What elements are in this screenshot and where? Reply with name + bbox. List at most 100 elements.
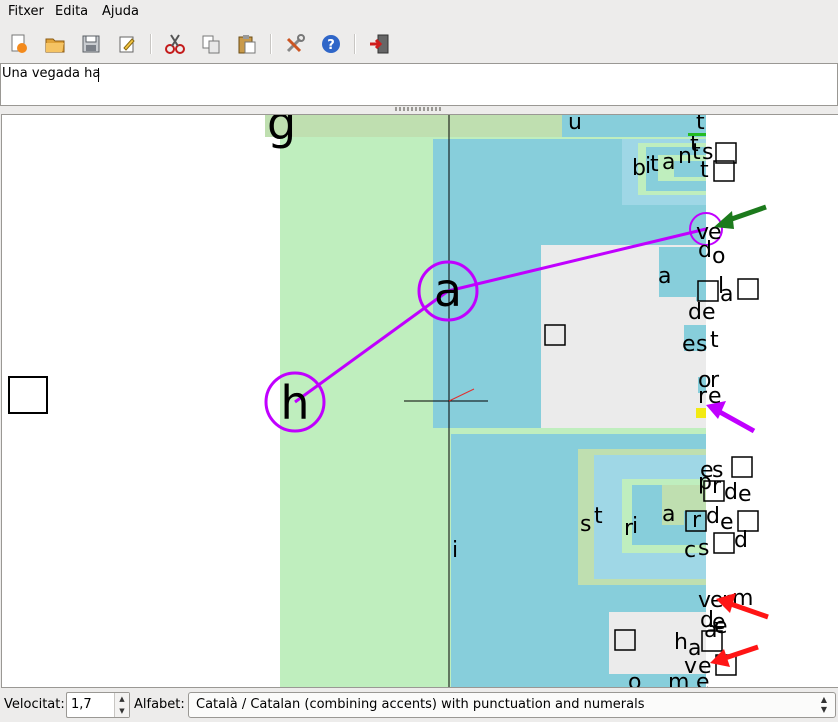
letter: e xyxy=(710,588,724,613)
open-icon xyxy=(45,38,65,53)
menu-file[interactable]: Fitxer xyxy=(8,4,44,19)
letter: t xyxy=(650,152,659,177)
letter: e xyxy=(700,458,714,483)
letter: e xyxy=(682,332,696,357)
letter: h xyxy=(674,630,688,655)
speed-value: 1,7 xyxy=(71,697,92,712)
copy-button[interactable] xyxy=(198,31,224,57)
letter: o xyxy=(628,670,641,687)
letter: a xyxy=(662,502,675,527)
letter-h: h xyxy=(280,376,309,430)
menu-edit[interactable]: Edita xyxy=(55,4,89,19)
text-output-field[interactable]: Una vegada ha xyxy=(0,63,838,106)
separator xyxy=(354,34,356,54)
letter: d xyxy=(724,480,738,505)
save-icon xyxy=(82,35,100,53)
dasher-zoom-view[interactable]: g a h i u t t b i t a n t s t v e d o a … xyxy=(2,115,838,687)
help-button[interactable]: ? xyxy=(318,31,344,57)
edit-icon xyxy=(119,36,135,53)
mouse-pointer-line xyxy=(448,388,475,402)
letter: e xyxy=(738,482,752,507)
letter: b xyxy=(632,156,646,181)
separator xyxy=(270,34,272,54)
spin-down-icon[interactable]: ▼ xyxy=(119,707,125,715)
letter: v xyxy=(698,588,711,613)
letter-i: i xyxy=(452,538,458,563)
letter: t xyxy=(696,115,705,135)
child-letters: u t t b i t a n t s t v e d o a l a d e … xyxy=(568,115,753,687)
space-symbol-large xyxy=(8,376,48,414)
selected-a-circle xyxy=(417,260,479,322)
alphabet-label: Alfabet: xyxy=(134,697,185,712)
letter: e xyxy=(702,300,716,325)
copy-icon xyxy=(202,35,220,54)
letter: v xyxy=(684,654,697,679)
preferences-button[interactable] xyxy=(282,31,308,57)
letter-a: a xyxy=(434,263,462,317)
dasher-canvas[interactable]: g a h i u t t b i t a n t s t v e d o a … xyxy=(1,114,838,688)
dropdown-arrows-icon: ▲▼ xyxy=(820,695,828,714)
open-button[interactable] xyxy=(42,31,68,57)
letter: n xyxy=(678,144,692,169)
edit-button[interactable] xyxy=(114,31,140,57)
status-bar: Velocitat: 1,7 ▲ ▼ Alfabet: Català / Cat… xyxy=(0,688,838,722)
pane-resize-grip[interactable] xyxy=(395,107,443,111)
exit-button[interactable] xyxy=(366,31,392,57)
letter: s xyxy=(696,332,707,357)
cut-icon xyxy=(165,34,185,54)
new-button[interactable] xyxy=(6,31,32,57)
letter: o xyxy=(698,368,711,393)
letter: e xyxy=(696,670,710,687)
red-arrow-lower xyxy=(721,644,759,662)
letter: c xyxy=(684,538,696,563)
letter: e xyxy=(720,510,734,535)
output-text: Una vegada ha xyxy=(2,66,101,81)
letter: r xyxy=(624,516,634,541)
alphabet-value: Català / Catalan (combining accents) wit… xyxy=(196,697,645,712)
letter: l xyxy=(718,274,724,299)
letter: v xyxy=(696,220,709,245)
letter: i xyxy=(645,154,651,179)
letter: a xyxy=(720,282,733,307)
save-button[interactable] xyxy=(78,31,104,57)
letter: s xyxy=(712,458,723,483)
spin-up-icon[interactable]: ▲ xyxy=(119,695,125,703)
menu-help[interactable]: Ajuda xyxy=(102,4,139,19)
paste-icon xyxy=(238,35,256,54)
speed-label: Velocitat: xyxy=(4,697,65,712)
yellow-marker xyxy=(696,408,706,418)
letter: r xyxy=(692,508,702,533)
letter: d xyxy=(706,504,720,529)
red-arrow-upper xyxy=(727,600,769,620)
alphabet-select[interactable]: Català / Catalan (combining accents) wit… xyxy=(188,692,836,718)
letter-g: g xyxy=(267,115,296,150)
letter: r xyxy=(698,384,708,409)
letter: m xyxy=(668,670,689,687)
new-icon xyxy=(11,34,27,53)
letter: t xyxy=(710,328,719,353)
letter: s xyxy=(580,512,591,537)
letter: r xyxy=(712,474,722,499)
spin-arrows[interactable]: ▲ ▼ xyxy=(114,693,129,717)
menu-bar: Fitxer Edita Ajuda xyxy=(0,0,838,26)
letter: d xyxy=(700,608,714,633)
paste-button[interactable] xyxy=(234,31,260,57)
letter: i xyxy=(632,514,638,539)
letter: t xyxy=(692,140,701,165)
letter: t xyxy=(594,504,603,529)
letter: e xyxy=(712,610,726,635)
letter: d xyxy=(688,300,702,325)
letter: e xyxy=(714,614,728,639)
letter: o xyxy=(712,244,725,269)
svg-text:?: ? xyxy=(327,38,335,53)
letter: e xyxy=(698,654,712,679)
letter: s xyxy=(702,140,713,165)
separator xyxy=(150,34,152,54)
preferences-icon xyxy=(286,34,305,53)
letter: u xyxy=(568,115,582,135)
speed-spinbutton[interactable]: 1,7 ▲ ▼ xyxy=(66,692,130,718)
letter: t xyxy=(700,158,709,183)
annotation-arrows xyxy=(706,204,769,667)
cut-button[interactable] xyxy=(162,31,188,57)
text-caret xyxy=(98,68,99,82)
